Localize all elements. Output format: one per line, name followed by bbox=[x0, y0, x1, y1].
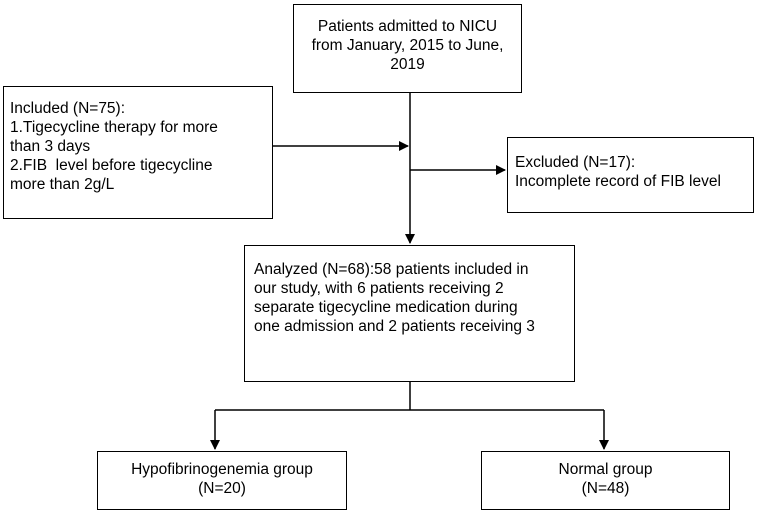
analyzed-line-4: one admission and 2 patients receiving 3 bbox=[254, 318, 535, 335]
included-line-1: Included (N=75): bbox=[10, 100, 126, 117]
admitted-patients-box: Patients admitted to NICU from January, … bbox=[293, 4, 522, 93]
hypofibrinogenemia-line-1: Hypofibrinogenemia group bbox=[131, 461, 313, 478]
analyzed-line-3: separate tigecycline medication during bbox=[254, 299, 518, 316]
included-line-3: than 3 days bbox=[10, 138, 91, 155]
normal-line-1: Normal group bbox=[558, 461, 653, 478]
excluded-box: Excluded (N=17): Incomplete record of FI… bbox=[507, 137, 754, 213]
admitted-line-2: from January, 2015 to June, bbox=[311, 37, 504, 54]
included-line-2: 1.Tigecycline therapy for more bbox=[10, 119, 218, 136]
included-line-5: more than 2g/L bbox=[10, 176, 115, 193]
hypofibrinogenemia-group-box: Hypofibrinogenemia group (N=20) bbox=[97, 451, 347, 510]
admitted-line-1: Patients admitted to NICU bbox=[317, 18, 498, 35]
excluded-line-2: Incomplete record of FIB level bbox=[515, 173, 721, 190]
included-criteria-box: Included (N=75): 1.Tigecycline therapy f… bbox=[3, 86, 273, 219]
normal-group-box: Normal group (N=48) bbox=[481, 451, 730, 510]
hypofibrinogenemia-line-2: (N=20) bbox=[198, 480, 246, 497]
normal-line-2: (N=48) bbox=[581, 480, 630, 497]
included-line-4: 2.FIB level before tigecycline bbox=[10, 157, 213, 174]
excluded-line-1: Excluded (N=17): bbox=[515, 154, 636, 171]
admitted-line-3: 2019 bbox=[390, 56, 425, 73]
analyzed-line-1: Analyzed (N=68):58 patients included in bbox=[254, 261, 529, 278]
analyzed-box: Analyzed (N=68):58 patients included in … bbox=[244, 245, 575, 382]
analyzed-line-2: our study, with 6 patients receiving 2 bbox=[254, 280, 504, 297]
